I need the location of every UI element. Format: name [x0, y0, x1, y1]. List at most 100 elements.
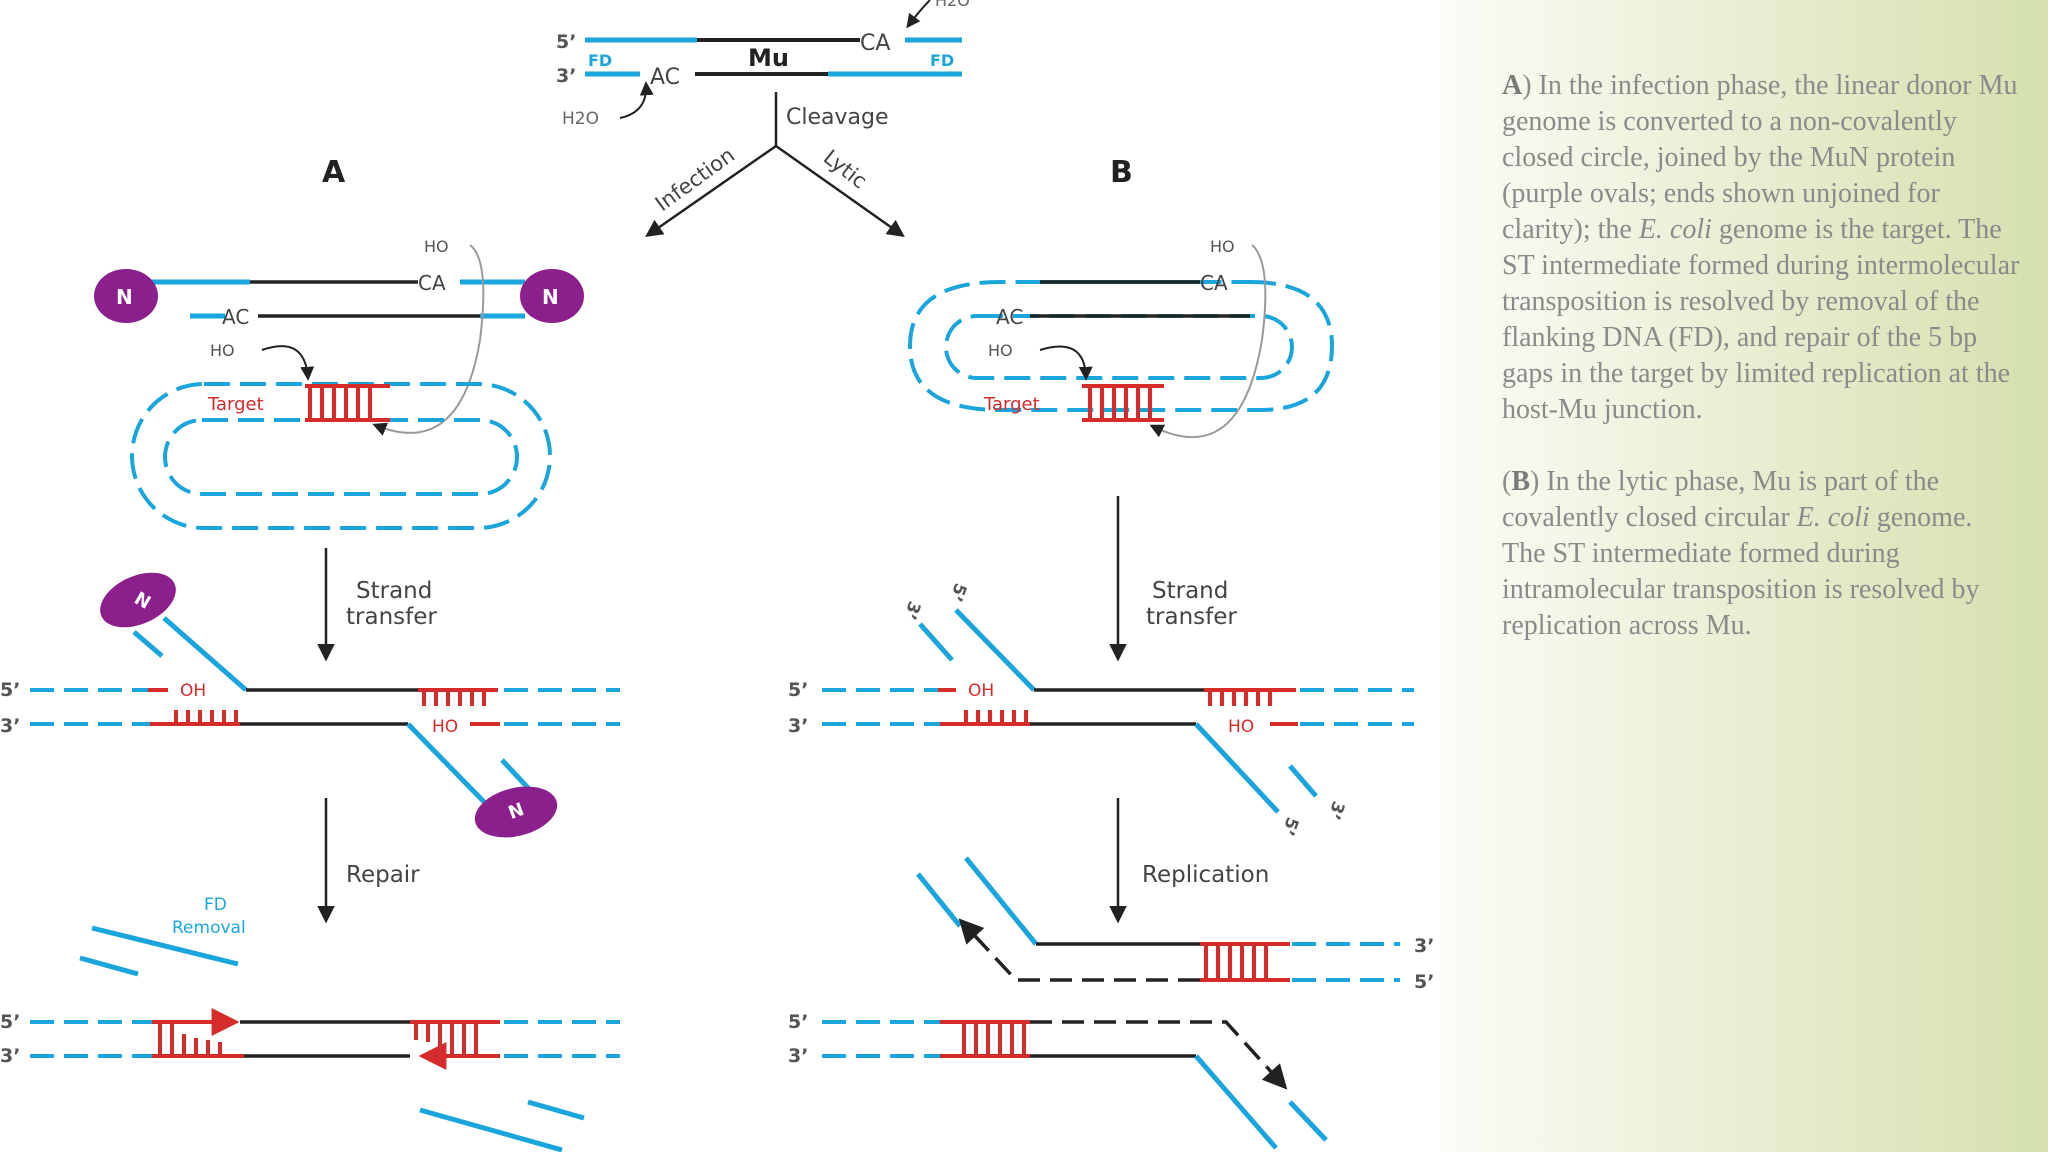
a-rep-5prime: 5’	[0, 1011, 20, 1033]
diagram-svg: 5’ 3’ FD FD Mu CA AC H2O H2O Cleavage In…	[0, 0, 1434, 1153]
caption-b-open: (	[1502, 466, 1512, 497]
a-target-site	[305, 384, 390, 422]
a-ho-left: HO	[210, 341, 235, 360]
b-target-label: Target	[983, 394, 1040, 415]
lytic-arrow	[775, 144, 905, 238]
b-st-5prime-tail: 5’	[945, 580, 970, 604]
b-st-tail-bottom-1	[1194, 722, 1280, 814]
a-target-inner	[163, 418, 519, 496]
a-st-oh: OH	[180, 681, 206, 701]
caption-b-text-1: ) In the lytic phase, Mu is part of the …	[1502, 466, 1940, 533]
panel-b: B HO CA AC HO Target Strand transfer 5’ …	[788, 155, 1434, 1150]
a-st-mun-top	[100, 572, 176, 628]
a-st-ho: HO	[432, 717, 458, 737]
a-st-mun-bottom	[474, 786, 558, 838]
cleavage-label: Cleavage	[786, 105, 889, 130]
a-mun-right-label: N	[542, 285, 559, 309]
a-fd-removal-1: FD	[204, 895, 227, 915]
b-ac: AC	[996, 305, 1023, 329]
b-strand-transfer-1: Strand	[1152, 578, 1228, 604]
b-rep-tail-4	[1288, 1100, 1328, 1142]
b-st-right-gap	[1204, 688, 1298, 726]
caption-a-letter: A	[1502, 70, 1523, 101]
b-st-5prime-bottom: 5’	[1277, 814, 1302, 838]
b-rep-tail-2	[916, 872, 962, 928]
b-ca-attack-arrow	[1149, 244, 1267, 439]
infection-arrow	[645, 144, 777, 237]
b-st-tail-top-2	[918, 622, 954, 662]
a-st-5prime: 5’	[0, 679, 20, 701]
b-st-tail-top-1	[954, 608, 1036, 692]
caption-a-text-1: ) In the infection phase, the linear don…	[1502, 70, 2018, 245]
a-mun-left	[94, 269, 158, 323]
top-h2o-top-arrow	[906, 0, 931, 29]
top-h2o-label: H2O	[562, 109, 599, 129]
top-donor-mu: 5’ 3’ FD FD Mu CA AC H2O H2O Cleavage In…	[556, 0, 970, 238]
caption-b-ecoli: E. coli	[1796, 502, 1870, 533]
caption-a: A) In the infection phase, the linear do…	[1502, 68, 2022, 428]
a-fd-removal-2: Removal	[172, 918, 246, 938]
caption-panel: A) In the infection phase, the linear do…	[1440, 0, 2048, 1152]
b-rep-right-site	[1200, 942, 1290, 982]
a-target-label: Target	[207, 394, 264, 415]
a-strand-transfer-1: Strand	[356, 578, 432, 604]
b-st-3prime-bottom: 3’	[1323, 798, 1348, 822]
mu-transposition-diagram: 5’ 3’ FD FD Mu CA AC H2O H2O Cleavage In…	[0, 0, 1435, 1153]
b-ho-left: HO	[988, 341, 1013, 360]
a-ho-attack-arrow	[261, 345, 315, 381]
top-h2o-arrow	[619, 81, 654, 119]
b-rep-tail-1	[964, 856, 1038, 946]
b-target-site	[1082, 384, 1164, 422]
b-genome-inner	[944, 314, 1294, 380]
lytic-label: Lytic	[819, 145, 871, 193]
b-replication-label: Replication	[1142, 862, 1269, 888]
a-st-right-gap	[418, 688, 500, 726]
b-st-3prime: 3’	[788, 715, 808, 737]
a-strand-transfer-2: transfer	[346, 604, 437, 630]
a-rep-removed-fd-2	[527, 1099, 585, 1121]
caption-a-text-2: genome is the target. The ST intermediat…	[1502, 214, 2020, 425]
b-genome-outer	[907, 280, 1335, 412]
figure-caption: A) In the infection phase, the linear do…	[1502, 68, 2022, 680]
b-ho-top: HO	[1210, 237, 1235, 256]
b-rep-tail-3	[1194, 1054, 1278, 1150]
a-st-fd-top-1	[162, 616, 248, 692]
a-ca-attack-arrow	[372, 244, 485, 436]
b-strand-transfer-2: transfer	[1146, 604, 1237, 630]
a-ca: CA	[418, 271, 446, 295]
b-rep-new-strand-bottom	[1030, 1020, 1288, 1090]
a-mun-right	[520, 269, 584, 323]
panel-a: A N N HO CA AC HO Target Strand transfer	[0, 155, 620, 1153]
b-rep-3prime-left: 3’	[788, 1045, 808, 1067]
top-mu-label: Mu	[748, 44, 789, 72]
panel-b-letter: B	[1110, 155, 1133, 190]
top-ac-label: AC	[650, 65, 680, 90]
top-h2o-top-label: H2O	[935, 0, 970, 10]
caption-a-ecoli: E. coli	[1638, 214, 1712, 245]
top-fd-right-label: FD	[930, 51, 954, 70]
a-rep-right-repair	[410, 1020, 500, 1070]
panel-a-letter: A	[322, 155, 346, 190]
caption-b-letter: B	[1511, 466, 1531, 497]
b-st-oh: OH	[968, 681, 994, 701]
b-rep-left-site	[940, 1020, 1030, 1058]
a-ho-top: HO	[424, 237, 449, 256]
a-ac: AC	[222, 305, 249, 329]
top-fd-left-label: FD	[588, 51, 612, 70]
b-st-5prime: 5’	[788, 679, 808, 701]
a-target-outer	[130, 382, 552, 530]
a-rep-removed-fd-1	[419, 1107, 563, 1153]
a-st-3prime: 3’	[0, 715, 20, 737]
a-rep-3prime: 3’	[0, 1045, 20, 1067]
b-st-tail-bottom-2	[1288, 764, 1318, 798]
b-st-left-gap	[940, 710, 1030, 726]
a-st-fd-top-2	[132, 630, 164, 658]
a-st-mun-bottom-label: N	[505, 797, 526, 822]
b-st-3prime-tail: 3’	[899, 598, 924, 622]
a-repair-label: Repair	[346, 862, 420, 888]
caption-b: (B) In the lytic phase, Mu is part of th…	[1502, 464, 2022, 644]
b-rep-5prime-left: 5’	[788, 1011, 808, 1033]
top-3prime-label: 3’	[556, 65, 576, 87]
b-rep-5prime-right: 5’	[1414, 971, 1434, 993]
b-ho-attack-arrow	[1039, 345, 1093, 381]
